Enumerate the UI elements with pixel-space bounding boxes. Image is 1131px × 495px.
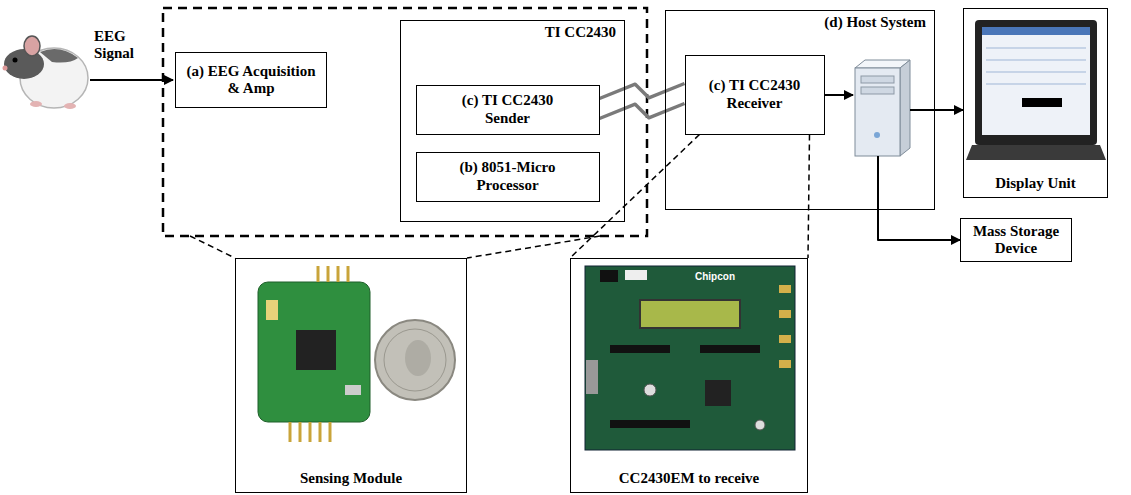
pin (329, 422, 332, 442)
knob (644, 384, 656, 396)
screen-row (986, 84, 1086, 85)
connector-path (600, 104, 685, 119)
screen-row (986, 72, 1086, 73)
serial-port (586, 360, 598, 394)
photo-caption: CC2430EM to receive (619, 470, 760, 487)
screen-row (986, 48, 1086, 49)
sma-connector (779, 335, 791, 343)
photo-caption: Display Unit (995, 175, 1075, 192)
screen-row (986, 60, 1086, 61)
data-line (910, 109, 935, 111)
pcb (258, 282, 370, 422)
screen-bar (1022, 98, 1062, 107)
chip-box: TI CC2430 (c) TI CC2430 Sender (b) 8051-Mi… (400, 20, 625, 222)
laptop-frame (975, 20, 1097, 145)
rat-paw (30, 101, 42, 107)
switch (625, 270, 647, 280)
header (700, 345, 760, 353)
sma-connector (779, 310, 791, 318)
tower-side (900, 60, 910, 156)
pin (309, 422, 312, 442)
sma-connector (779, 285, 791, 293)
process-box: (c) TI CC2430 Receiver (685, 55, 825, 135)
box-title: (d) Host System (824, 14, 926, 31)
data-arrow (935, 110, 963, 111)
board (585, 266, 795, 450)
host-box: (d) Host System (c) TI CC2430 Receiver (665, 10, 935, 210)
jack (600, 270, 618, 282)
pin (317, 266, 320, 282)
process-box: (a) EEG Acquisition & Amp (175, 52, 327, 108)
laptop-photo (966, 20, 1106, 160)
sma-connector (779, 360, 791, 368)
coin-rim (384, 329, 446, 391)
signal-label: EEG Signal (94, 28, 156, 63)
connector-path (600, 84, 685, 99)
data-arrow (825, 94, 853, 96)
box-label: (a) EEG Acquisition & Amp (181, 63, 321, 98)
rat-eye (13, 58, 18, 63)
component (266, 300, 278, 320)
rat-back-patch (40, 49, 78, 62)
zoom-line (570, 135, 810, 259)
header (610, 420, 690, 428)
drive-bay (861, 87, 894, 94)
pin (299, 422, 302, 442)
storage-box: Mass Storage Device (960, 218, 1072, 262)
module-outline (163, 8, 647, 236)
rat-illustration (3, 36, 89, 109)
tower-front (855, 68, 900, 156)
process-box: (b) 8051-Micro Processor (416, 152, 600, 202)
pin (337, 266, 340, 282)
wireless-link (600, 84, 685, 119)
power-button (874, 132, 880, 138)
coin-profile (405, 340, 431, 376)
connector-path (808, 135, 810, 259)
photo-panel: Sensing Module (235, 258, 467, 493)
connector-path (935, 109, 963, 111)
drive-bay (861, 76, 894, 83)
pin (327, 266, 330, 282)
box-title: TI CC2430 (545, 24, 616, 41)
photo-panel: CC2430EM to receive (570, 258, 808, 493)
header (610, 345, 670, 353)
data-arrow (878, 210, 960, 240)
coin (375, 320, 455, 400)
chip (705, 380, 731, 406)
crystal (345, 385, 361, 395)
sensing-module-photo (258, 266, 455, 442)
board-brand: Chipcon (695, 271, 735, 282)
rat-paw (64, 103, 76, 109)
photo-caption: Sensing Module (300, 470, 402, 487)
pin (319, 422, 322, 442)
pin (347, 266, 350, 282)
box-label: (b) 8051-Micro Processor (443, 159, 573, 194)
photo-panel: Display Unit (963, 8, 1108, 198)
box-label: (c) TI CC2430 Sender (449, 92, 567, 127)
board-photo (585, 266, 795, 450)
chip (296, 330, 336, 370)
zoom-line (190, 236, 235, 258)
laptop-base (966, 145, 1106, 160)
laptop-screen (982, 27, 1090, 135)
window-bar (982, 27, 1090, 35)
box-label: (c) TI CC2430 Receiver (697, 77, 812, 112)
pin (289, 422, 292, 442)
data-line (877, 156, 879, 210)
rat-nose (3, 66, 8, 71)
computer-icon (855, 60, 910, 156)
signal-arrow (90, 79, 173, 81)
rat-ear (24, 36, 40, 56)
connector-path (878, 210, 960, 240)
button (755, 420, 765, 430)
zoom-line (467, 236, 600, 258)
lcd (640, 300, 740, 328)
process-box: (c) TI CC2430 Sender (416, 85, 600, 135)
box-label: Mass Storage Device (966, 223, 1066, 258)
